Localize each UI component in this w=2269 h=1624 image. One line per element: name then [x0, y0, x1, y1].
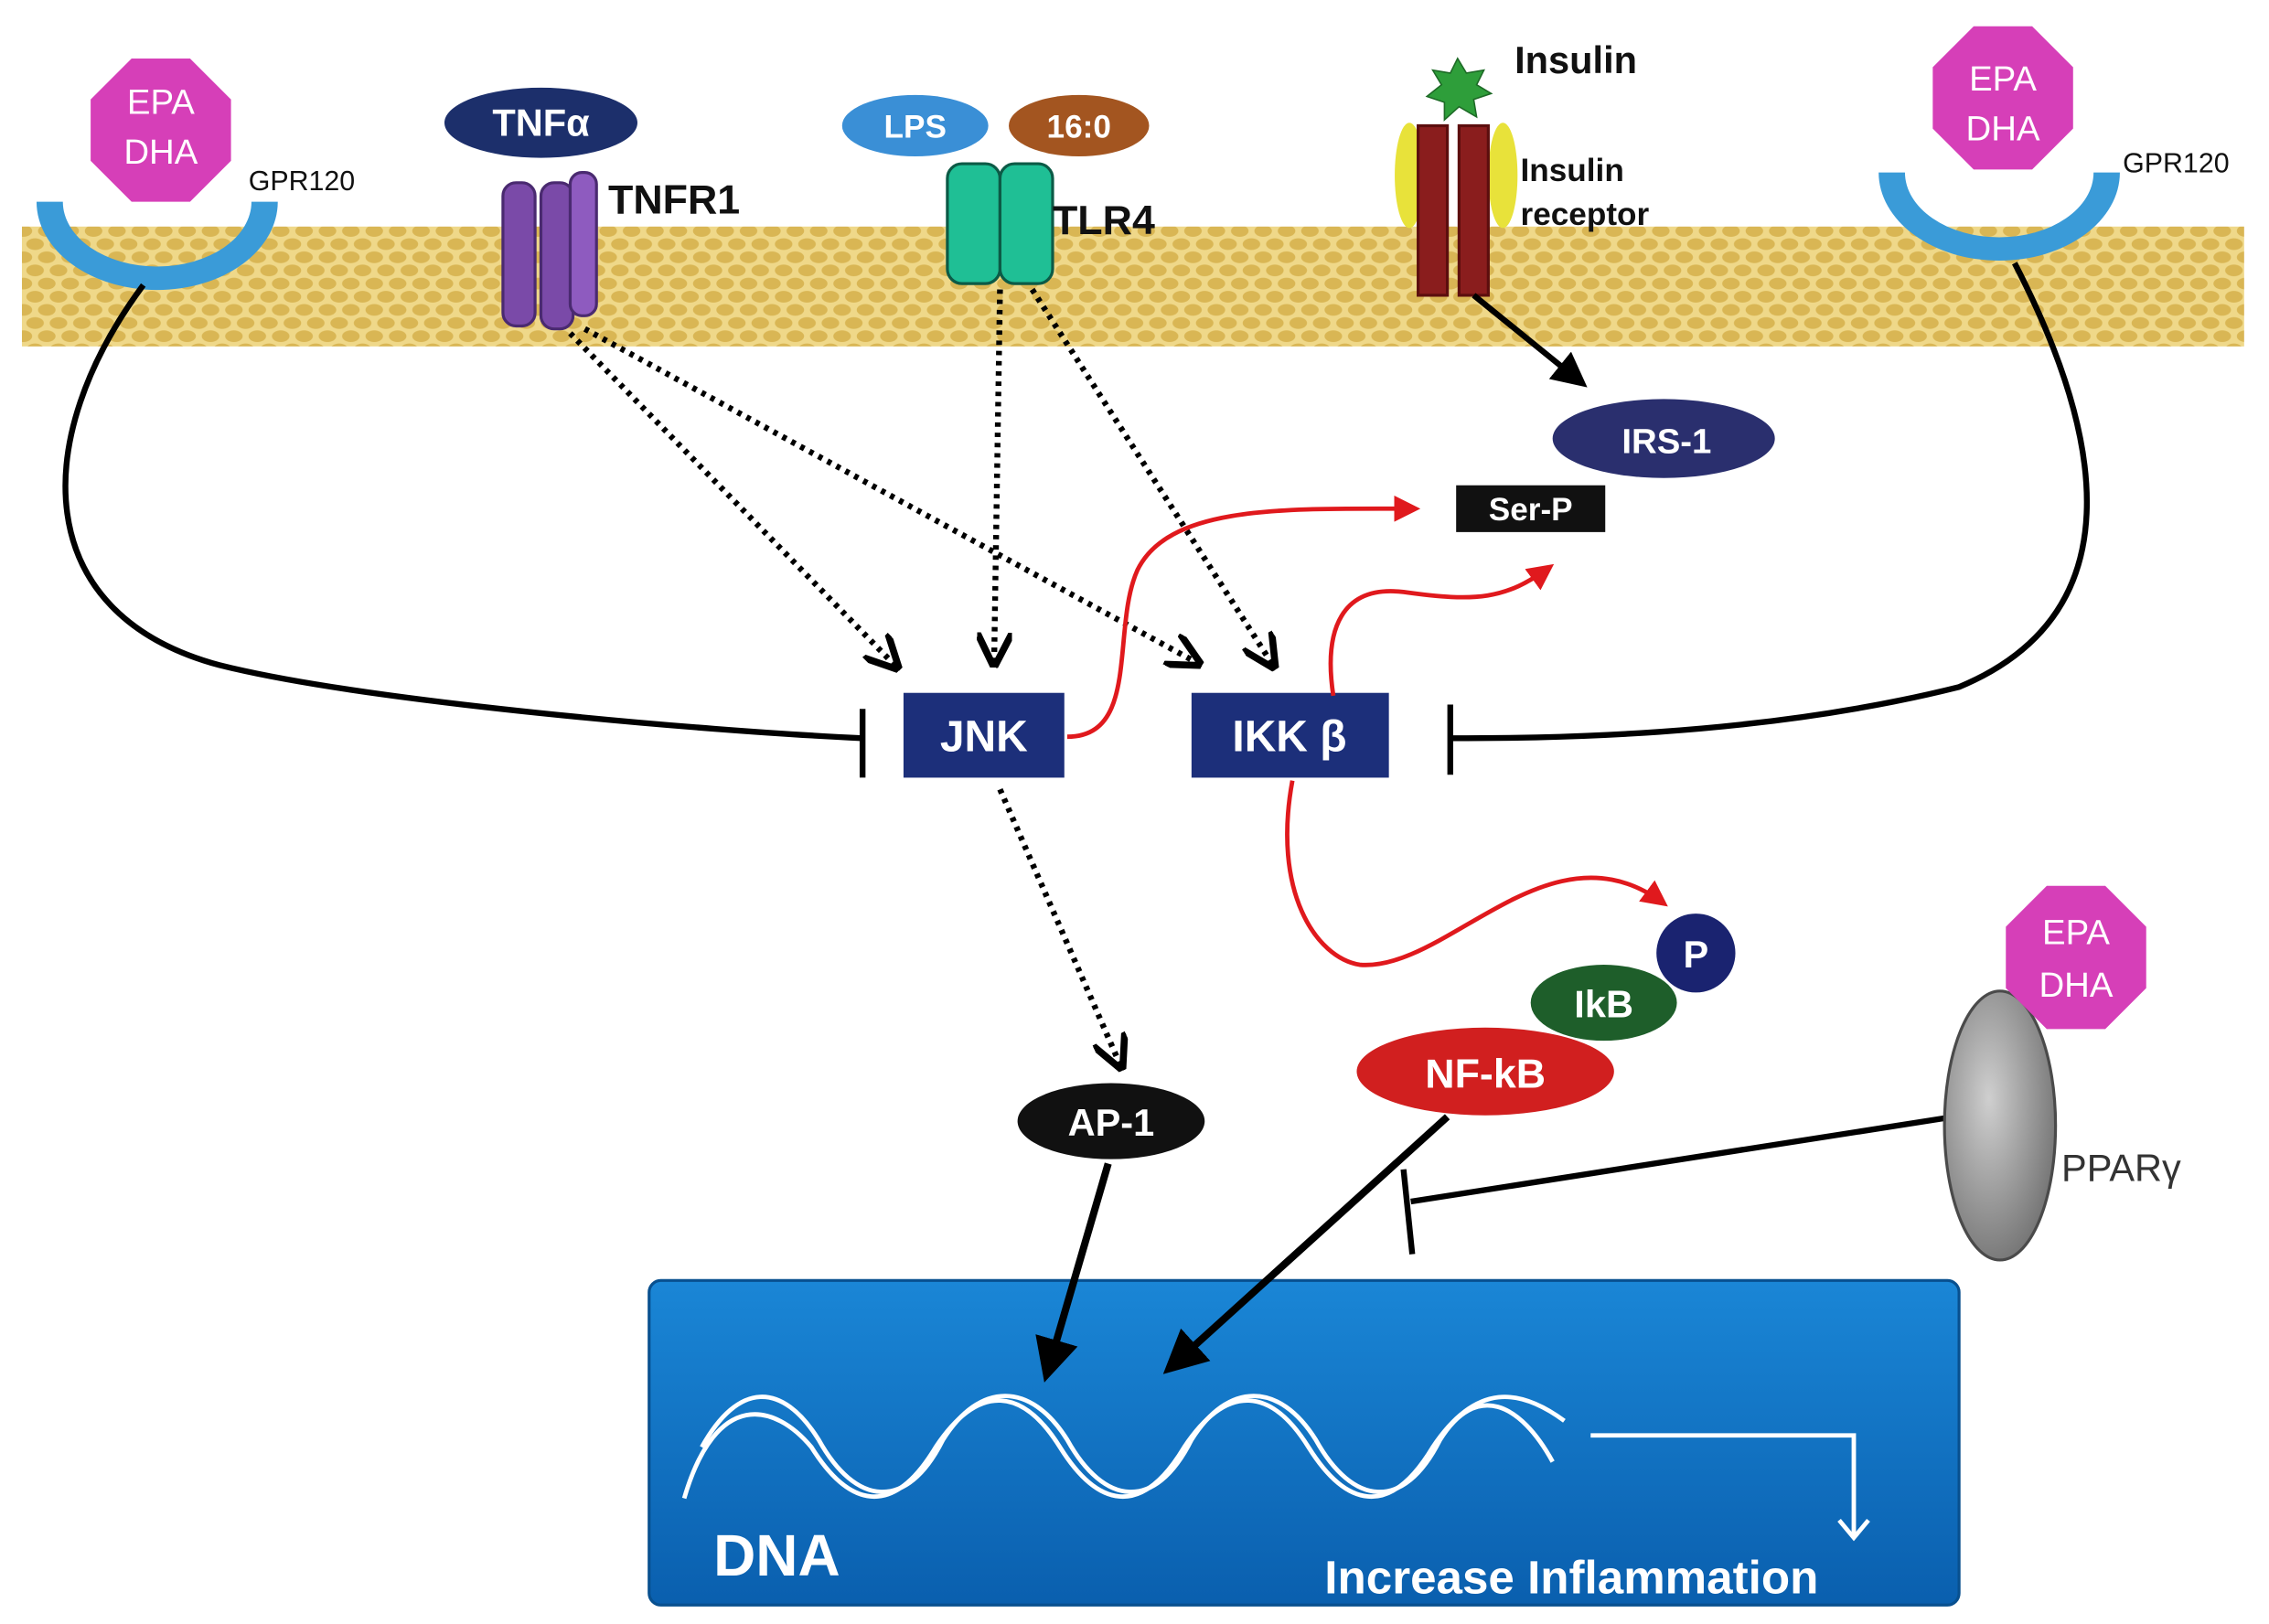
jnk-label: JNK — [940, 713, 1028, 762]
inhibition-curves — [62, 262, 2091, 1255]
tlr4-receptor — [946, 162, 1054, 285]
insulin-label: Insulin — [1514, 38, 1637, 81]
tnfa-label: TNFα — [492, 102, 590, 144]
insulin-molecule — [1425, 57, 1493, 122]
left-gpr120-inhibition — [62, 283, 863, 742]
pparg-label: PPARγ — [2061, 1147, 2181, 1190]
ikkb-to-p-arrow — [1285, 780, 1668, 967]
ikkb-box: IKK β — [1191, 692, 1389, 778]
irs1-protein: IRS-1 — [1552, 399, 1775, 478]
ikkb-to-serp-arrow — [1328, 563, 1555, 697]
p-label: P — [1683, 933, 1708, 976]
epa-label-ppar: EPA — [2042, 914, 2110, 953]
gpr120-receptor-right — [1878, 172, 2120, 262]
tnfr1-receptor — [501, 171, 598, 331]
tnfr1-to-ikkb-arrow — [583, 326, 1195, 662]
ser-p-label: Ser-P — [1489, 492, 1573, 528]
epa-dha-octagon-ppar: EPA DHA — [2006, 885, 2146, 1030]
tlr4-to-ikkb-arrow — [1029, 287, 1272, 664]
right-gpr120-inhibition — [1450, 262, 2091, 742]
nfkb-to-dna-arrow — [1162, 1114, 1450, 1374]
dna-helix — [681, 1394, 1566, 1500]
pparg-receptor — [1943, 989, 2058, 1262]
tlr4-label: TLR4 — [1053, 198, 1155, 243]
jnk-to-ap1-arrow — [997, 787, 1119, 1064]
red-arrows — [1066, 495, 1668, 967]
dha-label: DHA — [123, 133, 198, 172]
tnfr1-label: TNFR1 — [608, 176, 740, 222]
epa-dha-octagon-right: EPA DHA — [1932, 26, 2073, 170]
ikb-protein: IkB — [1530, 965, 1677, 1042]
ap1-label: AP-1 — [1068, 1101, 1155, 1144]
insulin-to-irs1-arrow — [1472, 293, 1588, 388]
jnk-box: JNK — [903, 692, 1065, 778]
p-phosphate: P — [1656, 914, 1736, 993]
tnfr1-to-jnk-arrow — [568, 331, 894, 665]
palmitate-ligand: 16:0 — [1009, 94, 1150, 157]
ser-p-box: Ser-P — [1456, 485, 1606, 532]
insulin-receptor-label-2: receptor — [1521, 197, 1650, 232]
ap1-to-dna-arrow — [1035, 1162, 1112, 1383]
ikb-label: IkB — [1574, 983, 1633, 1026]
lps-label: LPS — [884, 109, 947, 144]
ikkb-label: IKK β — [1232, 713, 1346, 762]
nfkb-label: NF-kB — [1425, 1051, 1546, 1096]
tlr4-to-jnk-arrow — [994, 289, 1000, 661]
gpr120-label-right: GPR120 — [2123, 149, 2229, 179]
tnfa-ligand: TNFα — [444, 87, 637, 158]
palmitate-label: 16:0 — [1047, 109, 1111, 144]
dna-label: DNA — [713, 1522, 840, 1588]
dotted-arrows — [568, 287, 1272, 1064]
ap1-protein: AP-1 — [1017, 1083, 1205, 1159]
epa-label-right: EPA — [1969, 59, 2037, 99]
dha-label-ppar: DHA — [2039, 966, 2113, 1005]
nfkb-protein: NF-kB — [1356, 1027, 1614, 1116]
ppar-inhibition — [1410, 1115, 1945, 1205]
irs1-label: IRS-1 — [1621, 422, 1711, 462]
cell-membrane — [21, 226, 2244, 347]
transcription-arrow — [1590, 1433, 1870, 1542]
ppar-inhibition-bar — [1400, 1169, 1416, 1255]
dha-label-right: DHA — [1966, 109, 2040, 148]
lps-ligand: LPS — [841, 94, 989, 157]
jnk-to-serp-arrow — [1066, 495, 1421, 740]
gpr120-label-left: GPR120 — [249, 166, 355, 197]
gpr120-receptor-left — [36, 201, 278, 291]
epa-label: EPA — [127, 83, 195, 123]
epa-dha-octagon-left: EPA DHA — [91, 58, 231, 202]
increase-inflammation-label: Increase Inflammation — [1324, 1551, 1818, 1603]
insulin-receptor-label-1: Insulin — [1521, 153, 1624, 188]
